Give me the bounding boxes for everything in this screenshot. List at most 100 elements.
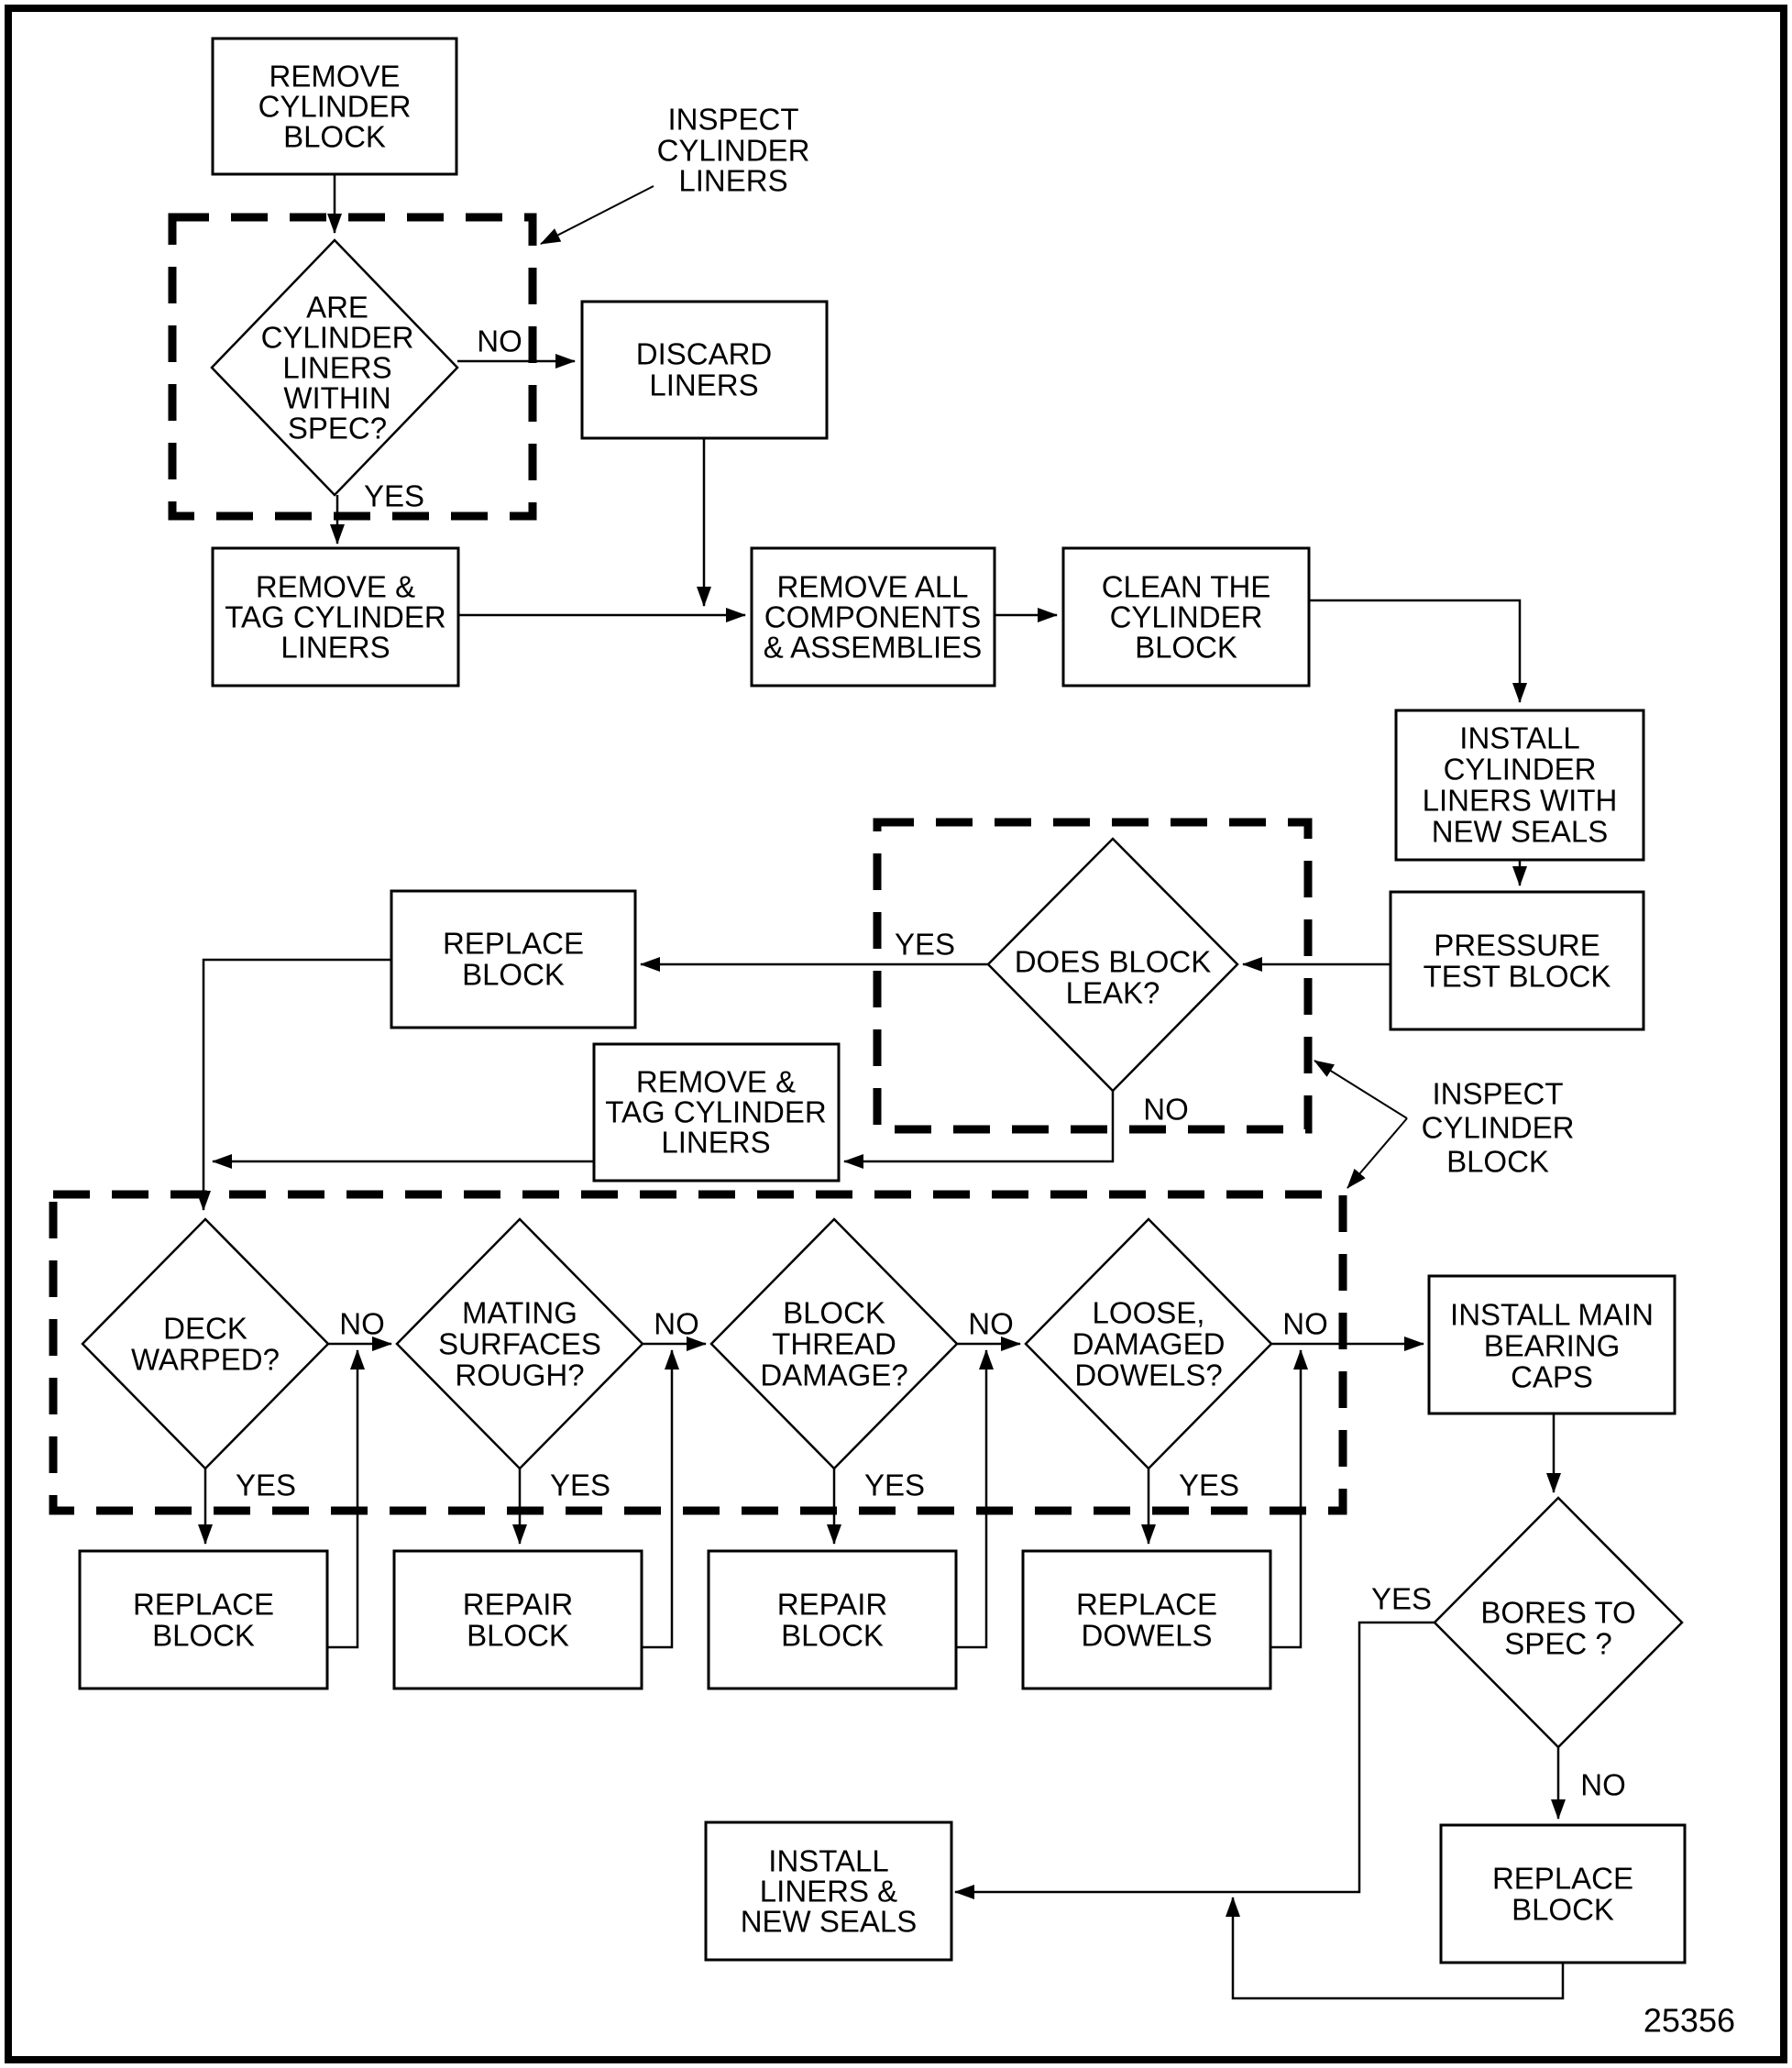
connectors [196,174,1566,2000]
decision-does-block-leak [986,837,1239,1093]
label-line: LINERS [649,368,758,402]
label-line: SPEC ? [1504,1627,1611,1661]
label-line: COMPONENTS [764,600,982,634]
label-line: ARE [306,291,368,324]
label-line: REPAIR [777,1588,887,1622]
decision-bores-to-spec [1433,1496,1684,1749]
label-line: BLOCK [781,1619,884,1653]
node-remove-tag-liners-2 [592,1042,841,1182]
annotation-labels: INSPECT CYLINDER LINERS INSPECT CYLINDER… [657,103,1575,1179]
label-line: LEAK? [1066,976,1160,1010]
label-line: SPEC? [288,412,387,446]
label-line: REMOVE [269,60,400,94]
node-repair-block-mating [392,1549,643,1690]
node-install-liners-new-seals [704,1820,953,1962]
edge-repair1-feedback [642,1349,679,1649]
branch-no-label: NO [1580,1768,1626,1802]
node-install-cylinder-liners [1394,709,1645,862]
edge-leak-no-removetag2 [843,1091,1115,1169]
branch-yes-label: YES [1371,1582,1432,1616]
node-replace-block-bottom [1439,1823,1687,1964]
label-line: BORES TO [1480,1596,1635,1630]
label-line: CAPS [1511,1360,1593,1394]
inspect-block-leak-region [873,818,1313,1134]
label-line: BLOCK [1512,1893,1614,1927]
label-line: DAMAGE? [760,1358,907,1392]
annotation-inspect-liners: INSPECT [667,103,798,137]
node-clean-cylinder-block [1061,546,1311,688]
node-replace-block-mid [390,889,637,1029]
label-line: REPLACE [1492,1862,1633,1896]
annotation-inspect-liners: CYLINDER [657,134,810,168]
annotation-inspect-block: INSPECT [1432,1077,1563,1111]
node-pressure-test-block [1389,890,1645,1031]
branch-no-label: NO [1143,1093,1189,1127]
label-line: CYLINDER [1444,753,1597,786]
node-remove-tag-liners-1 [211,546,460,688]
branch-labels: NO YES YES NO NO YES NO YES NO YES NO YE… [236,324,1626,1802]
figure-number: 25356 [1644,2002,1735,2040]
page-border [5,5,1787,2063]
inspect-liners-region [168,213,537,521]
label-line: REPLACE [1076,1588,1217,1622]
label-line: LOOSE, [1093,1296,1205,1330]
label-line: INSTALL [768,1844,888,1878]
label-line: BLOCK [783,1296,885,1330]
branch-yes-label: YES [236,1468,296,1502]
label-line: INSTALL [1459,721,1579,755]
decision-loose-damaged-dowels [1024,1217,1273,1470]
node-remove-all-components [750,546,996,688]
label-line: BLOCK [152,1619,255,1653]
node-repair-block-thread [707,1549,958,1690]
label-line: DAMAGED [1072,1327,1226,1361]
label-line: LINERS [282,351,391,385]
node-install-main-bearing-caps [1427,1274,1677,1415]
label-line: DOWELS? [1074,1358,1222,1392]
label-line: DOWELS [1081,1619,1212,1653]
leader-inspect-liners [540,185,654,245]
label-line: SURFACES [438,1327,601,1361]
label-line: DECK [163,1312,247,1346]
label-line: WARPED? [131,1343,280,1377]
label-line: TEST BLOCK [1424,960,1611,994]
leader-inspect-block-down [1347,1117,1408,1189]
label-line: LINERS [280,631,390,665]
node-labels: REMOVE CYLINDER BLOCK ARE CYLINDER LINER… [131,60,1654,1939]
branch-yes-label: YES [895,928,955,962]
label-line: REMOVE ALL [776,570,968,604]
label-line: REPAIR [463,1588,573,1622]
label-line: PRESSURE [1434,929,1600,962]
node-discard-liners [580,300,829,440]
label-line: BEARING [1484,1329,1621,1363]
node-replace-dowels [1021,1549,1272,1690]
decision-block-thread-damage [709,1217,959,1470]
label-line: DISCARD [636,337,773,371]
branch-no-label: NO [339,1307,385,1341]
label-line: THREAD [772,1327,896,1361]
edge-dowels-feedback [1270,1349,1308,1649]
label-line: MATING [462,1296,577,1330]
edge-replaceblock-feedback [327,1349,365,1649]
label-line: WITHIN [283,381,390,415]
label-line: TAG CYLINDER [225,600,445,634]
label-line: & ASSEMBLIES [764,631,982,665]
node-remove-cylinder-block [211,37,458,176]
label-line: ROUGH? [455,1358,584,1392]
label-line: BLOCK [283,120,386,154]
annotation-inspect-block: BLOCK [1446,1145,1549,1179]
decision-diamonds [81,238,1684,1749]
label-line: BLOCK [462,958,565,992]
decision-liners-within-spec [210,238,459,497]
edge-replacebottom-loop [1226,1897,1565,2000]
label-line: BLOCK [1135,631,1237,665]
branch-yes-label: YES [864,1468,925,1502]
edge-replace-to-deck [196,958,391,1211]
branch-yes-label: YES [1179,1468,1239,1502]
branch-no-label: NO [968,1307,1014,1341]
label-line: NEW SEALS [1432,815,1609,849]
annotation-inspect-block: CYLINDER [1422,1111,1575,1145]
label-line: LINERS [661,1126,770,1160]
annotation-inspect-liners: LINERS [678,164,787,198]
